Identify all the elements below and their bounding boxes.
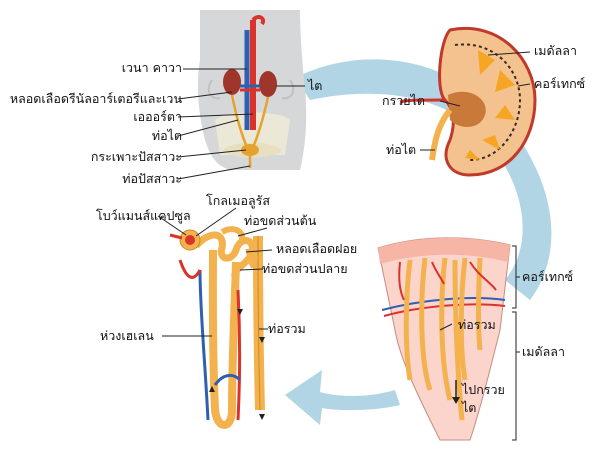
label-renal-vessels: หลอดเลือดรีนัลอาร์เตอรีและเวน — [9, 91, 182, 106]
section-braces — [439, 245, 520, 441]
label-ureter-body: ท่อไต — [151, 128, 182, 143]
label-bladder: กระเพาะปัสสาวะ — [90, 149, 182, 164]
label-kidney: ไต — [308, 78, 323, 93]
label-urethra: ท่อปัสสาวะ — [122, 171, 182, 186]
label-bowman-capsule: โบว์แมนส์แคปซูล — [96, 208, 191, 223]
nephron-leaders — [157, 207, 273, 337]
label-to-pelvis-line1: ไปกรวย — [462, 382, 505, 397]
kidney-wedge-section — [377, 237, 511, 441]
label-collecting-duct-left: ท่อรวม — [268, 321, 306, 336]
label-medulla-section: เมดัลลา — [522, 344, 565, 359]
label-ureter-kidney: ท่อไต — [386, 142, 417, 157]
label-cortex-section: คอร์เทกซ์ — [522, 269, 574, 284]
label-glomerulus: โกลเมอลูรัส — [206, 193, 270, 208]
label-to-pelvis-line2: ไต — [462, 400, 477, 415]
label-medulla-top: เมดัลลา — [534, 43, 577, 58]
label-proximal-tubule: ท่อขดส่วนต้น — [244, 213, 317, 228]
label-vena-cava: เวนา คาวา — [121, 60, 182, 75]
kidney-leaders — [420, 51, 531, 151]
torso-leaders — [177, 68, 305, 180]
label-renal-pelvis: กรวยไต — [382, 93, 426, 108]
label-aorta: เอออร์ตา — [133, 109, 182, 124]
label-collecting-duct-section: ท่อรวม — [458, 317, 496, 332]
label-cortex-top: คอร์เทกซ์ — [534, 76, 586, 91]
label-loop-of-henle: ห่วงเฮเลน — [100, 328, 154, 343]
nephron — [169, 226, 265, 429]
label-distal-tubule: ท่อขดส่วนปลาย — [262, 261, 348, 276]
torso-figure — [197, 10, 307, 170]
label-capillaries: หลอดเลือดฝอย — [276, 241, 358, 256]
kidney-cross-section — [399, 27, 537, 177]
